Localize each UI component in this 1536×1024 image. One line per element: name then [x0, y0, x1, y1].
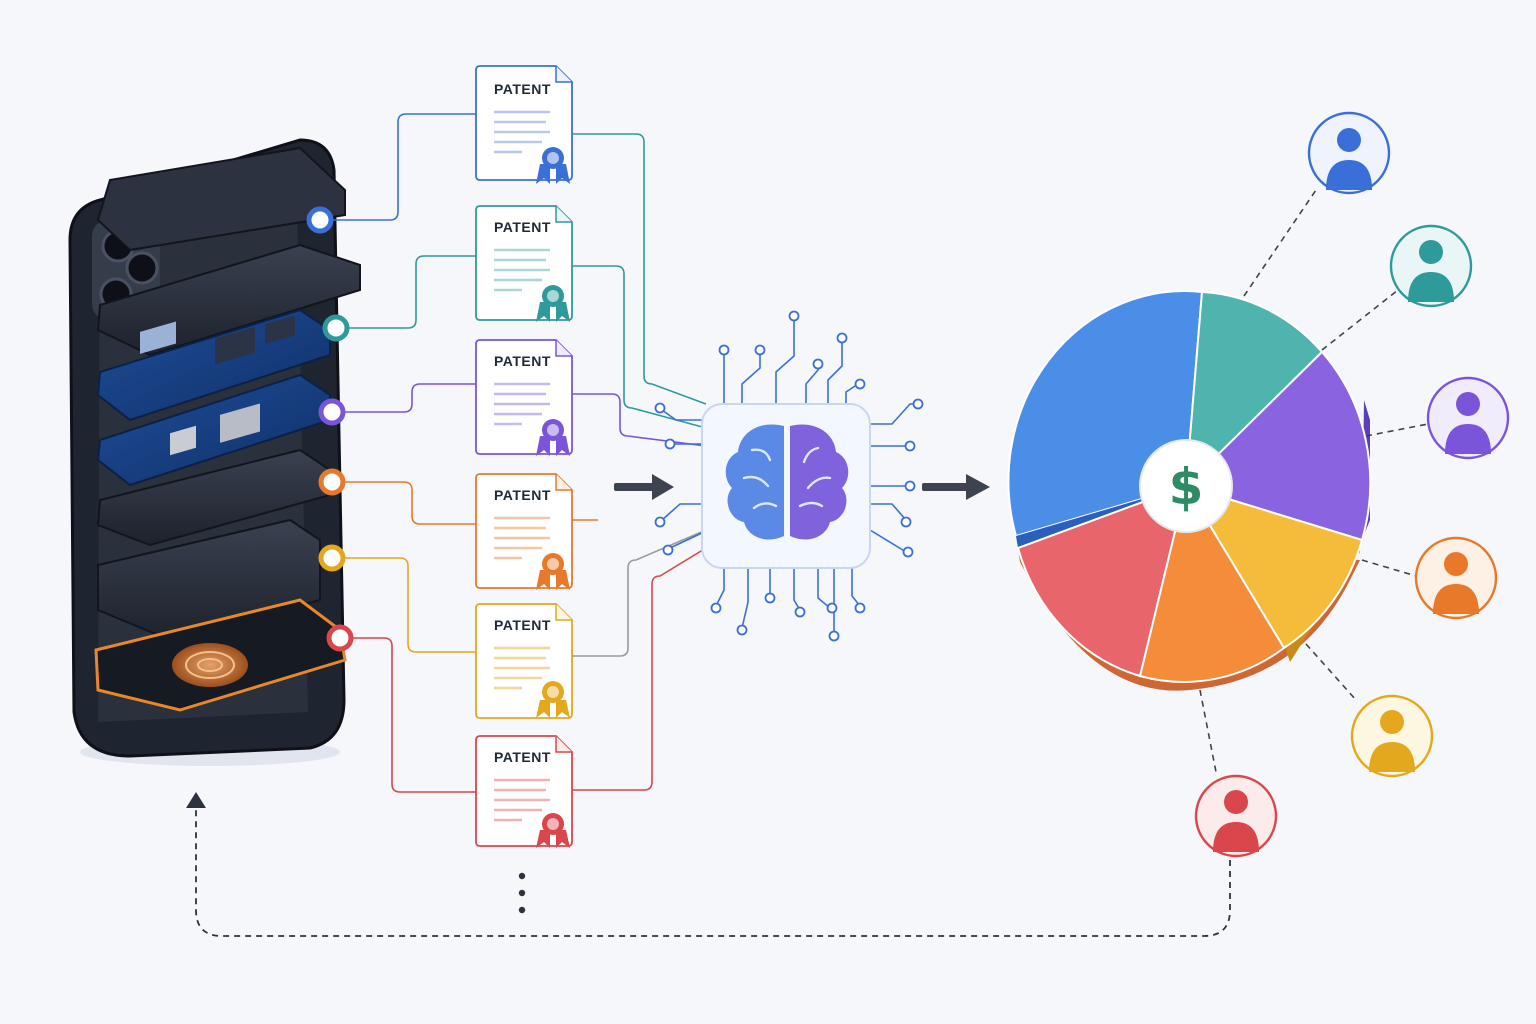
patent-document: PATENT: [475, 603, 573, 719]
patent-document: PATENT: [475, 205, 573, 322]
pie-slice: [1138, 483, 1286, 683]
arrow-right-icon: [922, 474, 990, 500]
ribbon-seal-icon: [536, 285, 570, 322]
stakeholder-avatar: [1194, 774, 1278, 858]
pin-marker-teal: [322, 314, 350, 342]
pin-marker-purple: [318, 398, 346, 426]
pie-slice: [1183, 484, 1364, 650]
component-pin-markers: [306, 206, 354, 652]
patent-title: PATENT: [494, 219, 551, 235]
more-items-ellipsis-icon: [518, 872, 526, 914]
arrow-right-icon: [614, 474, 674, 500]
pin-marker-orange: [318, 468, 346, 496]
ai-brain-chip: [654, 310, 924, 642]
arrow-up-icon: [186, 792, 206, 808]
circuit-board-lower: [96, 373, 331, 487]
patent-to-ai-connectors: [572, 133, 707, 791]
patent-title: PATENT: [494, 617, 551, 633]
chip-circuit-traces: [661, 318, 918, 632]
circuit-board-upper: [96, 308, 331, 422]
pie-to-stakeholder-links: [1199, 189, 1429, 773]
stakeholder-list: [1194, 111, 1510, 858]
stakeholder-avatar: [1350, 694, 1434, 778]
stakeholder-avatar: [1414, 536, 1498, 620]
ribbon-seal-icon: [536, 419, 570, 456]
patent-list: PATENT PATENT PATENT PATENT: [475, 65, 573, 914]
dollar-icon: $: [1169, 458, 1204, 516]
patent-document: PATENT: [475, 735, 573, 848]
ribbon-seal-icon: [536, 147, 570, 184]
phone-to-patent-connectors: [332, 113, 476, 793]
pin-marker-blue: [306, 206, 334, 234]
patent-title: PATENT: [494, 353, 551, 369]
ribbon-seal-icon: [536, 553, 570, 590]
patent-document: PATENT: [475, 473, 573, 590]
chip-circuit-nodes: [654, 310, 924, 642]
dollar-icon-badge: [1139, 439, 1233, 533]
patent-document: PATENT: [475, 65, 573, 184]
stakeholder-avatar: [1426, 376, 1510, 460]
pin-marker-yellow: [318, 544, 346, 572]
pie-slice: [1184, 290, 1324, 489]
stakeholder-avatar: [1389, 224, 1473, 308]
phone-exploded-view: [68, 138, 361, 766]
patent-document: PATENT: [475, 339, 573, 456]
ribbon-seal-icon: [536, 681, 570, 718]
patent-title: PATENT: [494, 81, 551, 97]
revenue-pie-chart: $: [1007, 290, 1372, 691]
ribbon-seal-icon: [536, 813, 570, 848]
logic-board-with-coil: [94, 598, 347, 712]
patent-title: PATENT: [494, 749, 551, 765]
feedback-loop-arrow: [186, 792, 1231, 937]
pie-slices: [1007, 290, 1372, 683]
patent-title: PATENT: [494, 487, 551, 503]
stakeholder-avatar: [1307, 111, 1391, 195]
brain-icon: [725, 424, 849, 540]
pin-marker-red: [326, 624, 354, 652]
pie-slice: [1016, 484, 1188, 678]
